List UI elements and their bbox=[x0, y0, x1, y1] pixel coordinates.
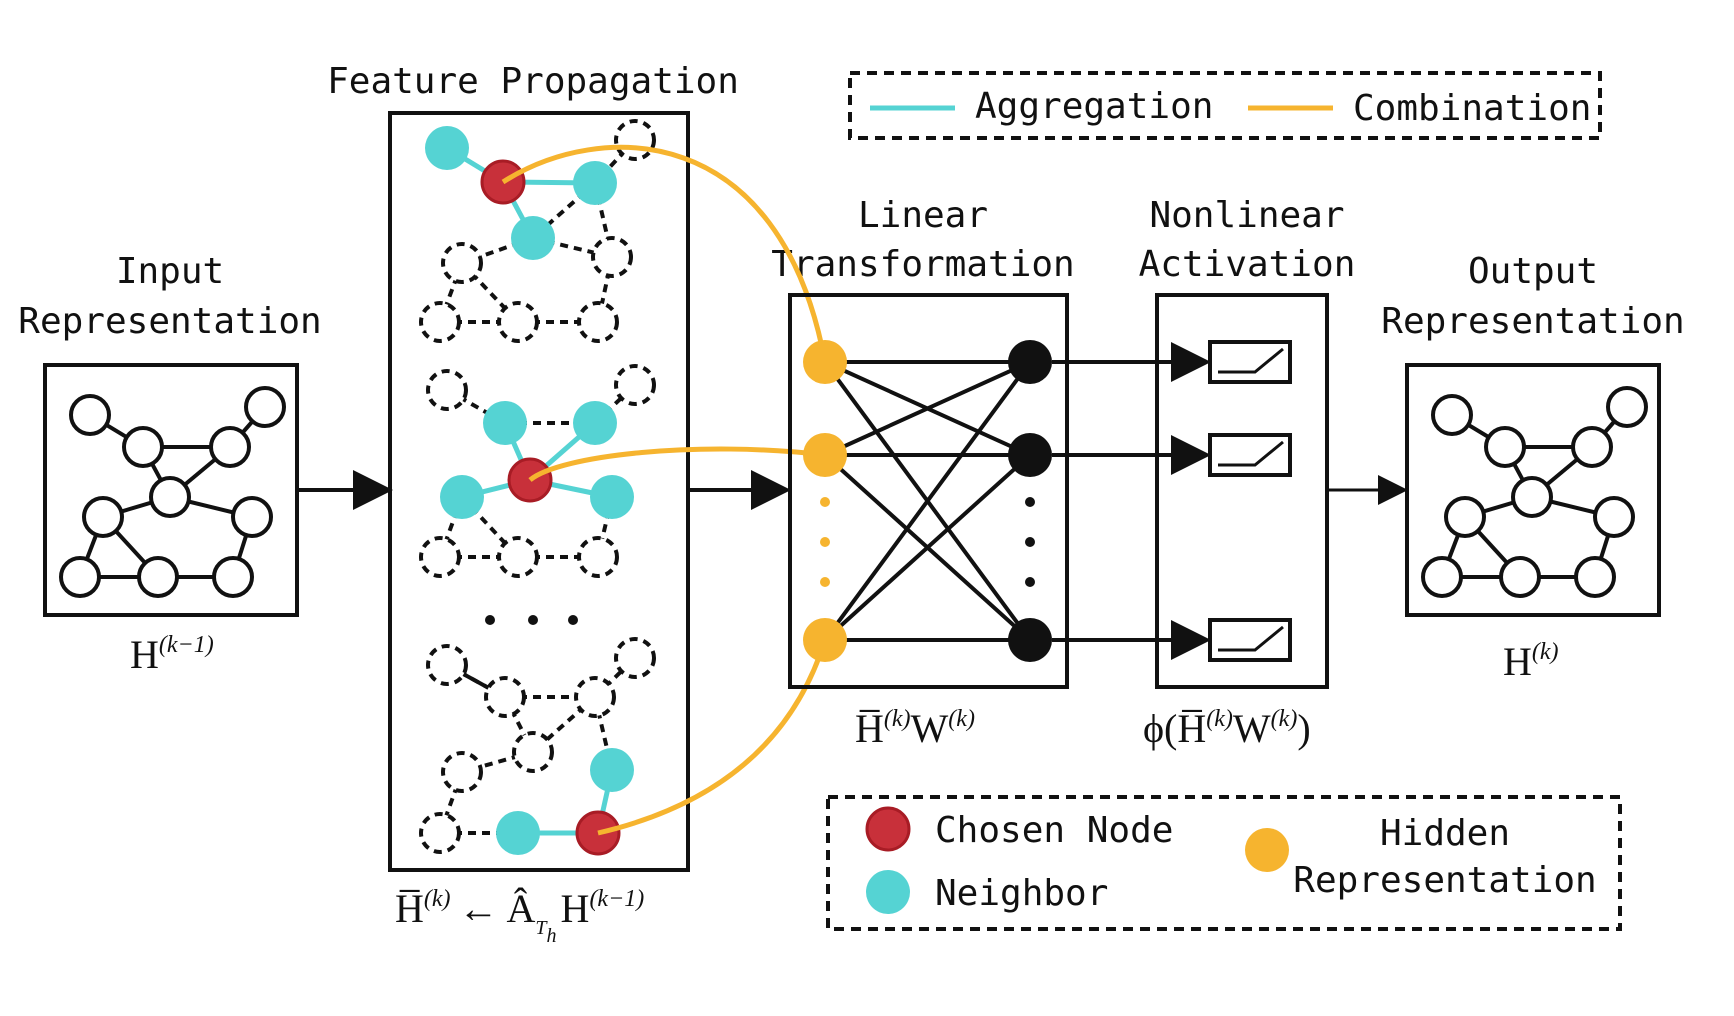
hidden-label-line2: Representation bbox=[1293, 860, 1596, 901]
linear-output-node bbox=[1008, 618, 1052, 662]
neighbor-node bbox=[496, 811, 540, 855]
output-title-line2: Representation bbox=[1381, 301, 1684, 342]
output-formula: H(k) bbox=[1503, 639, 1559, 684]
linear-output-node bbox=[1008, 340, 1052, 384]
linear-formula: H̅(k)W(k) bbox=[855, 706, 975, 751]
input-representation bbox=[43, 363, 299, 617]
nonlinear-formula: ϕ(H̅(k)W(k)) bbox=[1143, 706, 1311, 751]
propagation-ellipsis bbox=[485, 615, 578, 625]
output-representation bbox=[1405, 363, 1661, 617]
feature-propagation-title: Feature Propagation bbox=[327, 61, 739, 102]
relu-icon bbox=[1208, 340, 1292, 384]
input-formula: H(k−1) bbox=[130, 632, 214, 677]
hidden-label-line1: Hidden bbox=[1380, 813, 1510, 854]
combination-curves bbox=[501, 144, 828, 836]
neighbor-node bbox=[511, 216, 555, 260]
linear-title-line2: Transformation bbox=[771, 244, 1074, 285]
chosen-node-swatch bbox=[865, 806, 911, 852]
hidden-node bbox=[803, 618, 847, 662]
neighbor-node bbox=[573, 401, 617, 445]
aggregation-label: Aggregation bbox=[975, 86, 1213, 127]
linear-output-node bbox=[1008, 433, 1052, 477]
propagation-graph-3 bbox=[419, 637, 656, 856]
propagation-graph-2 bbox=[419, 364, 656, 578]
linear-title-line1: Linear bbox=[858, 195, 988, 236]
output-box bbox=[1405, 363, 1661, 617]
linear-transformation bbox=[788, 293, 1069, 689]
combination-label: Combination bbox=[1353, 88, 1591, 129]
hidden-representation-swatch bbox=[1245, 828, 1289, 872]
neighbor-node bbox=[590, 475, 634, 519]
relu-icon bbox=[1208, 618, 1292, 662]
linear-edges bbox=[823, 360, 1032, 642]
hidden-node bbox=[803, 340, 847, 384]
chosen-node-label: Chosen Node bbox=[935, 810, 1173, 851]
neighbor-node bbox=[590, 748, 634, 792]
propagation-graph-1 bbox=[419, 119, 656, 343]
input-title-line2: Representation bbox=[18, 301, 321, 342]
top-legend: Aggregation Combination bbox=[848, 71, 1602, 140]
hidden-node bbox=[803, 433, 847, 477]
nonlinear-title-line1: Nonlinear bbox=[1149, 195, 1344, 236]
neighbor-swatch bbox=[866, 870, 910, 914]
relu-icon bbox=[1208, 433, 1292, 477]
top-legend-box bbox=[848, 71, 1602, 140]
neighbor-label: Neighbor bbox=[935, 873, 1108, 914]
bottom-legend: Chosen Node Neighbor Hidden Representati… bbox=[826, 795, 1622, 931]
input-title-line1: Input bbox=[116, 251, 224, 292]
input-graph-nodes bbox=[59, 386, 286, 598]
neighbor-node bbox=[483, 401, 527, 445]
activation-arrows bbox=[1052, 342, 1211, 660]
nonlinear-title-line2: Activation bbox=[1139, 244, 1356, 285]
output-dots bbox=[1025, 497, 1035, 587]
propagation-formula: H̅(k)←ÂThH(k−1) bbox=[395, 886, 644, 947]
linear-box bbox=[788, 293, 1069, 689]
neighbor-node bbox=[425, 126, 469, 170]
neighbor-node bbox=[573, 161, 617, 205]
output-title-line1: Output bbox=[1468, 251, 1598, 292]
bottom-legend-box bbox=[826, 795, 1622, 931]
nonlinear-activation bbox=[1155, 293, 1329, 689]
neighbor-node bbox=[440, 475, 484, 519]
hidden-dots bbox=[820, 497, 830, 587]
output-graph-nodes bbox=[1421, 386, 1648, 598]
feature-propagation bbox=[388, 111, 690, 872]
